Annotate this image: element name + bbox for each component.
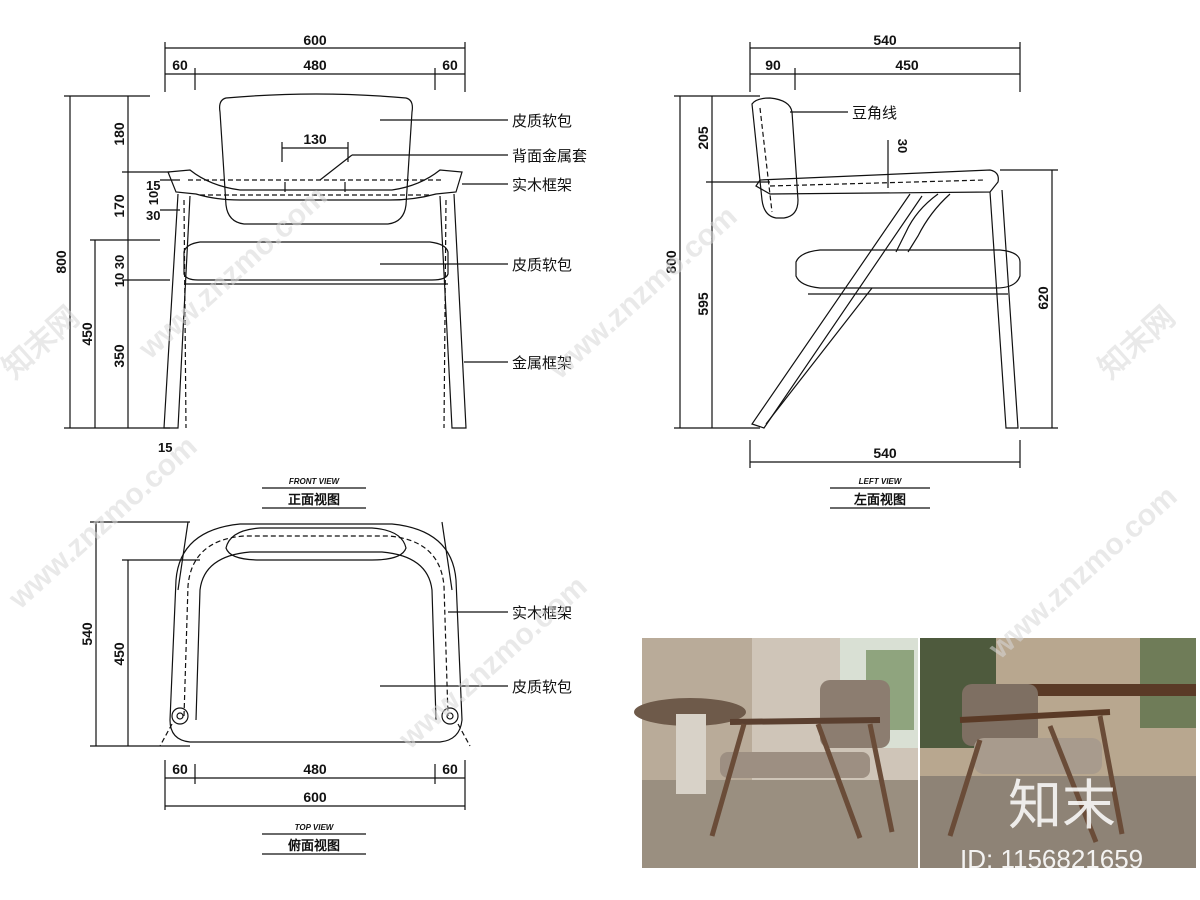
- watermark-brand-2: 知末网: [1093, 300, 1182, 385]
- left-height-dims: 800 205 595 620 30: [663, 95, 1058, 429]
- left-caption: LEFT VIEW 左面视图: [830, 477, 930, 509]
- left-labels: 豆角线: [790, 104, 897, 122]
- reference-photos: [634, 638, 1196, 868]
- label-front-wood-frame: 实木框架: [512, 176, 572, 194]
- dim-front-30: 30: [146, 208, 160, 223]
- photo-chair-2: [920, 638, 1196, 868]
- front-height-dims: 800 450 180 170 350 30 10 15 10 30 15: [53, 95, 180, 455]
- label-front-back-metal: 背面金属套: [512, 147, 587, 165]
- dim-front-overall: 600: [303, 32, 327, 48]
- top-view: 540 450 60 480 60 600: [79, 521, 572, 855]
- top-height-dims: 540 450: [79, 521, 200, 747]
- front-caption: FRONT VIEW 正面视图: [262, 477, 366, 509]
- left-depth-dims: 540 90 450 540: [749, 32, 1021, 468]
- dim-left-205: 205: [695, 126, 711, 150]
- dim-front-right-arm: 60: [442, 57, 458, 73]
- label-top-wood-frame: 实木框架: [512, 604, 572, 622]
- dim-left-30: 30: [895, 139, 910, 153]
- dim-front-back-height: 180: [111, 122, 127, 146]
- label-front-back-pad: 皮质软包: [512, 112, 572, 130]
- caption-front-en: FRONT VIEW: [289, 477, 341, 486]
- dim-left-800: 800: [663, 250, 679, 274]
- front-labels: 皮质软包 背面金属套 实木框架 皮质软包 金属框架: [319, 112, 587, 372]
- caption-front-cn: 正面视图: [288, 492, 340, 508]
- watermark-site-2: www.znzmo.com: [542, 200, 744, 386]
- dim-left-bottom: 540: [873, 445, 897, 461]
- watermark-brand-logo: 知末: [1008, 774, 1116, 837]
- dim-front-leg-height: 350: [111, 344, 127, 368]
- dim-left-595: 595: [695, 292, 711, 316]
- dim-top-right: 60: [442, 761, 458, 777]
- label-front-metal-frame: 金属框架: [512, 354, 572, 372]
- dim-front-15: 15: [146, 178, 160, 193]
- dim-top-540: 540: [79, 622, 95, 646]
- watermark-site-3: www.znzmo.com: [2, 430, 204, 616]
- left-view: 540 90 450 540 800 205 595 620 30: [663, 32, 1058, 509]
- photo-chair-1: [634, 638, 918, 868]
- watermark-id: ID: 1156821659: [960, 844, 1143, 874]
- top-caption: TOP VIEW 俯面视图: [262, 823, 366, 855]
- dim-front-total-height: 800: [53, 250, 69, 274]
- left-chair-outline: [751, 97, 1021, 429]
- dim-front-back-rail: 130: [303, 131, 327, 147]
- dim-top-left: 60: [172, 761, 188, 777]
- top-chair-outline: [159, 521, 471, 747]
- watermark-site-1: www.znzmo.com: [132, 180, 334, 366]
- label-top-leather: 皮质软包: [512, 678, 572, 696]
- dim-top-inner: 480: [303, 761, 327, 777]
- caption-left-cn: 左面视图: [854, 492, 906, 508]
- dim-front-left-arm: 60: [172, 57, 188, 73]
- dim-front-inner: 480: [303, 57, 327, 73]
- watermark-brand-1: 知末网: [0, 300, 86, 385]
- dim-left-overall: 540: [873, 32, 897, 48]
- dim-front-arm-band: 170: [111, 194, 127, 218]
- front-width-dims: 600 60 480 60: [164, 32, 466, 92]
- top-labels: 实木框架 皮质软包: [380, 604, 572, 696]
- dim-left-back: 90: [765, 57, 781, 73]
- front-chair-outline: 130: [163, 93, 467, 429]
- dim-front-leg-width: 15: [158, 440, 172, 455]
- watermark-site-5: www.znzmo.com: [982, 480, 1184, 666]
- front-view: 600 60 480 60 800 450 180 170 350 30 10 …: [53, 32, 587, 509]
- dim-front-seat-10: 10: [112, 273, 127, 287]
- dim-front-seat-height: 450: [79, 322, 95, 346]
- label-front-seat-pad: 皮质软包: [512, 256, 572, 274]
- caption-left-en: LEFT VIEW: [859, 477, 903, 486]
- dim-front-seat-30: 30: [112, 255, 127, 269]
- dim-top-overall: 600: [303, 789, 327, 805]
- caption-top-en: TOP VIEW: [295, 823, 335, 832]
- watermark-site-4: www.znzmo.com: [392, 570, 594, 756]
- label-left-bead-line: 豆角线: [852, 104, 897, 122]
- dim-top-450: 450: [111, 642, 127, 666]
- caption-top-cn: 俯面视图: [288, 838, 340, 854]
- dim-front-10: 10: [146, 191, 161, 205]
- top-width-dims: 60 480 60 600: [164, 760, 466, 810]
- dim-left-seat: 450: [895, 57, 919, 73]
- dim-left-620: 620: [1035, 286, 1051, 310]
